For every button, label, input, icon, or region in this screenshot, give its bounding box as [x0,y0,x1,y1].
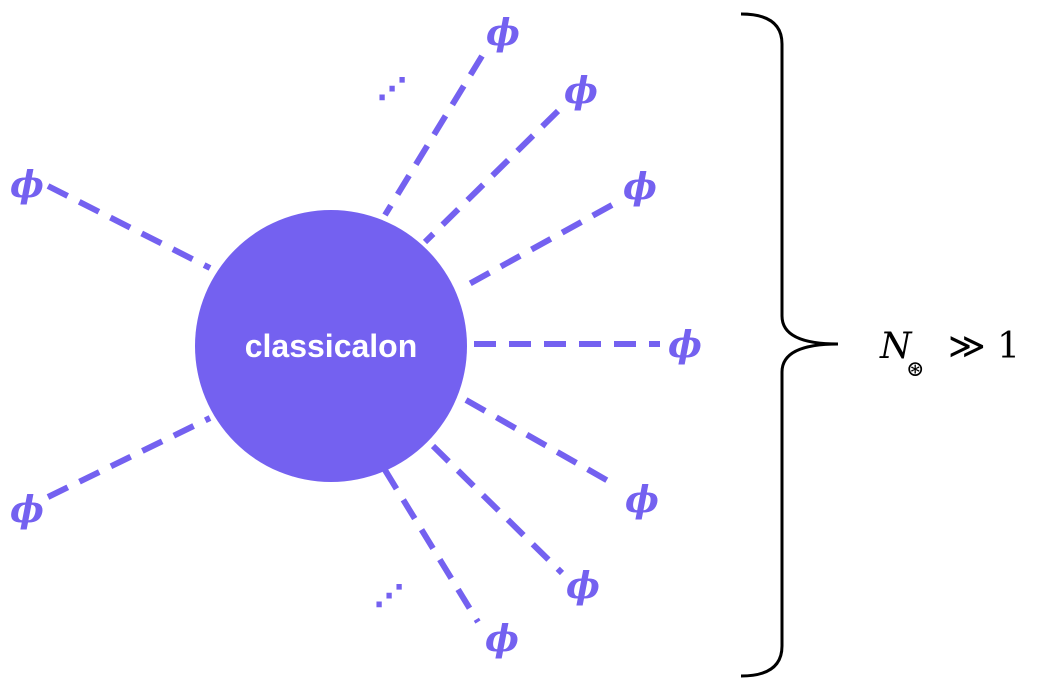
phi-label-top-3: ϕ [623,166,657,208]
phi-label-bottom-2: ϕ [566,565,600,607]
phi-label-right: ϕ [668,324,702,366]
phi-label-bottom-1: ϕ [485,618,519,660]
classicalon-label: classicalon [245,328,418,364]
ellipses: ⋰ ⋰ [374,72,407,614]
ellipsis-bottom: ⋰ [374,579,404,614]
ray-bottom-2 [430,443,565,576]
brace-label: N ⊛ ≫ 1 [879,326,1020,382]
phi-labels: ϕ ϕ ϕ ϕ ϕ ϕ ϕ ϕ ϕ [10,12,702,660]
phi-label-left-bottom: ϕ [10,489,44,531]
ray-top-1 [382,54,485,217]
phi-label-top-2: ϕ [564,70,598,112]
phi-label-bottom-3: ϕ [625,479,659,521]
right-curly-brace [740,12,839,678]
classicalon-node [195,210,467,482]
ray-left-bottom [46,415,212,500]
ray-bottom-1 [382,468,481,624]
brace-label-relation: ≫ 1 [948,326,1020,367]
ray-top-3 [460,202,614,291]
phi-label-left-top: ϕ [10,164,44,206]
ray-bottom-3 [464,397,619,489]
brace-label-main: N [879,326,913,367]
ellipsis-top: ⋰ [377,72,407,107]
rays [46,54,660,624]
phi-label-top-1: ϕ [486,12,520,54]
ray-top-2 [422,108,561,245]
ray-left-top [46,183,212,271]
brace-label-subscript: ⊛ [906,357,924,382]
